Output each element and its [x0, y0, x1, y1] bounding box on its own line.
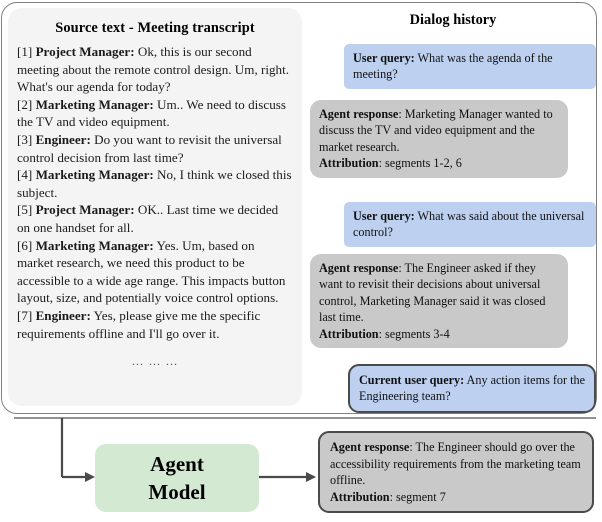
segment-speaker: Marketing Manager:: [35, 237, 154, 253]
segment-text: Do you want to revisit the universal con…: [17, 131, 282, 165]
segment-text: Um.. We need to discuss the TV and video…: [17, 96, 286, 130]
segment-text: Ok, this is our second meeting about the…: [17, 44, 289, 95]
segment-id: [3]: [17, 131, 33, 147]
user-query-bubble-2: User query: What was said about the univ…: [344, 202, 596, 247]
final-agent-response-box: Agent response: The Engineer should go o…: [318, 431, 594, 514]
segment-speaker: Engineer:: [35, 131, 91, 147]
segment-speaker: Engineer:: [35, 307, 91, 323]
agent-response-bubble-2: Agent response: The Engineer asked if th…: [310, 254, 568, 349]
segment-speaker: Marketing Manager:: [35, 167, 154, 183]
segment-id: [7]: [17, 307, 33, 323]
segment-id: [6]: [17, 237, 33, 253]
agent-response-label: Agent response: [319, 107, 399, 121]
agent-response-bubble-1: Agent response: Marketing Manager wanted…: [310, 100, 568, 178]
transcript-ellipsis: … … …: [131, 354, 179, 369]
segment-id: [1]: [17, 44, 33, 59]
source-text-panel: Source text - Meeting transcript [1] Pro…: [8, 8, 302, 406]
current-user-query-bubble: Current user query: Any action items for…: [348, 364, 596, 413]
diagram-outer-frame: [1, 2, 597, 414]
agent-response-text: : The Engineer asked if they want to rev…: [319, 261, 546, 325]
final-response-text: : The Engineer should go over the access…: [330, 440, 581, 488]
transcript-segment-2: [2] Marketing Manager: Um.. We need to d…: [17, 96, 293, 131]
user-query-bubble-1: User query: What was the agenda of the m…: [344, 44, 596, 89]
user-query-label: User query:: [353, 209, 415, 223]
segment-speaker: Project Manager:: [35, 202, 135, 218]
dialog-panel-title: Dialog history: [409, 12, 497, 28]
attribution-text: : segments 1-2, 6: [378, 156, 462, 171]
user-query-text: What was said about the universal contro…: [353, 209, 585, 240]
user-query-text: What was the agenda of the meeting?: [353, 51, 553, 82]
segment-id: [2]: [17, 96, 33, 112]
agent-model-box: Agent Model: [95, 444, 259, 512]
final-attribution-text: : segment 7: [389, 489, 446, 504]
attribution-label: Attribution: [319, 326, 379, 341]
transcript-segment-5: [5] Project Manager: OK.. Last time we d…: [17, 201, 293, 236]
agent-response-text: : Marketing Manager wanted to discuss th…: [319, 107, 553, 154]
segment-id: [4]: [17, 167, 33, 183]
segment-text: Yes. Um, based on market research, we ne…: [17, 237, 286, 306]
transcript-segment-4: [4] Marketing Manager: No, I think we cl…: [17, 166, 293, 201]
segment-text: No, I think we closed this subject.: [17, 167, 292, 200]
segment-id: [5]: [17, 202, 33, 218]
segment-speaker: Marketing Manager:: [35, 96, 154, 112]
user-query-label: User query:: [353, 51, 415, 65]
agent-response-label: Agent response: [319, 261, 399, 275]
final-attribution-label: Attribution: [330, 489, 390, 504]
source-panel-title: Source text - Meeting transcript: [55, 20, 255, 36]
transcript-segment-7: [7] Engineer: Yes, please give me the sp…: [17, 307, 293, 342]
segment-text: OK.. Last time we decided on one handset…: [17, 202, 279, 235]
transcript-segment-6: [6] Marketing Manager: Yes. Um, based on…: [17, 237, 293, 307]
arrowhead-to-model: [85, 472, 95, 482]
agent-model-line1: Agent: [150, 452, 204, 476]
dialog-history-panel: Dialog history User query: What was the …: [310, 8, 596, 413]
final-response-label: Agent response: [330, 440, 410, 454]
segment-speaker: Project Manager:: [35, 44, 135, 59]
transcript-segment-3: [3] Engineer: Do you want to revisit the…: [17, 131, 293, 166]
transcript-segment-1: [1] Project Manager: Ok, this is our sec…: [17, 43, 293, 96]
arrowhead-to-answer: [306, 472, 316, 482]
agent-model-line2: Model: [148, 480, 206, 504]
segment-text: Yes, please give me the specific require…: [17, 307, 261, 341]
current-user-query-label: Current user query:: [359, 373, 465, 387]
current-user-query-text: Any action items for the Engineering tea…: [359, 373, 586, 404]
attribution-text: : segments 3-4: [378, 326, 450, 341]
attribution-label: Attribution: [319, 156, 379, 171]
